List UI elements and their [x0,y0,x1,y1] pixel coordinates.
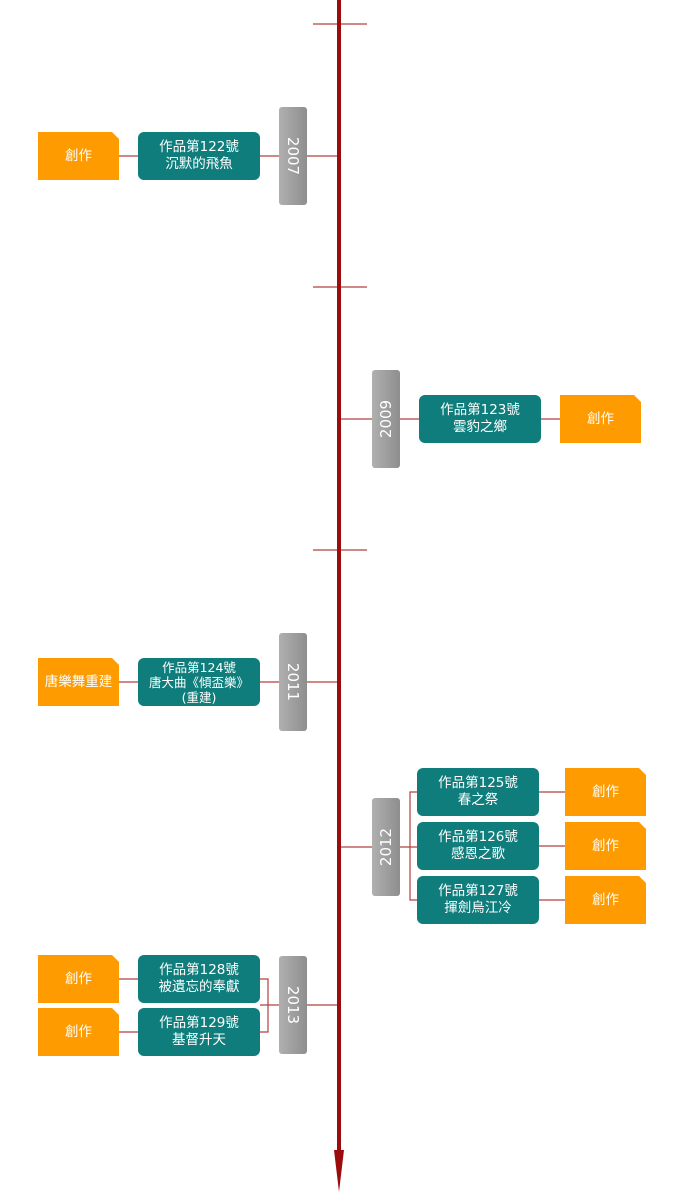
work-box: 作品第122號沉默的飛魚 [138,132,260,180]
category-tag: 創作 [565,876,646,924]
work-box: 作品第125號春之祭 [417,768,539,816]
category-tag: 創作 [560,395,641,443]
axis-arrowhead [334,1150,344,1192]
work-box: 作品第126號感恩之歌 [417,822,539,870]
year-label: 2013 [279,956,307,1054]
category-tag: 創作 [38,1008,119,1056]
category-tag: 創作 [38,132,119,180]
work-box: 作品第129號基督升天 [138,1008,260,1056]
year-label: 2007 [279,107,307,205]
year-label: 2009 [372,370,400,468]
year-label: 2012 [372,798,400,896]
bracket-2012 [409,791,417,901]
category-tag: 唐樂舞重建 [38,658,119,706]
category-tag: 創作 [565,822,646,870]
category-tag: 創作 [38,955,119,1003]
year-label: 2011 [279,633,307,731]
work-box: 作品第124號唐大曲《傾盃樂》(重建) [138,658,260,706]
work-box: 作品第127號揮劍烏江冷 [417,876,539,924]
category-tag: 創作 [565,768,646,816]
bracket-2013 [260,978,269,1033]
work-box: 作品第123號雲豹之鄉 [419,395,541,443]
work-box: 作品第128號被遺忘的奉獻 [138,955,260,1003]
